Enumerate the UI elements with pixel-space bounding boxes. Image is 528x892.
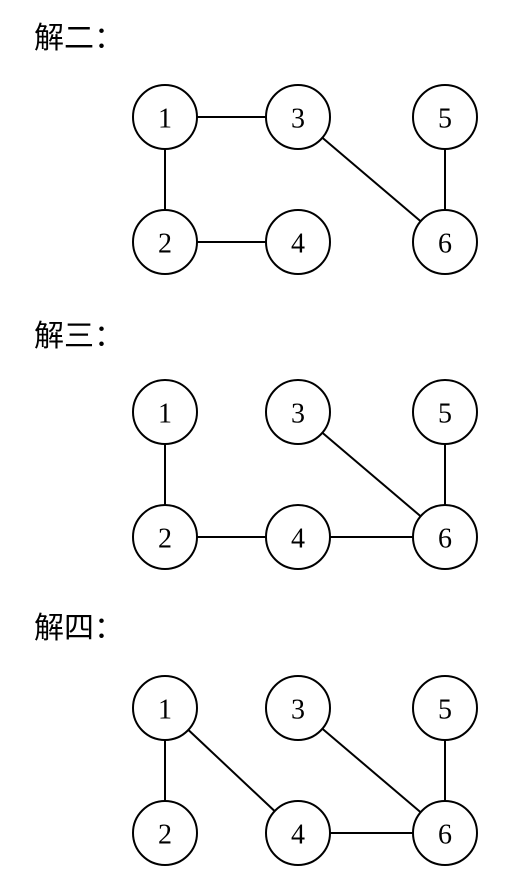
node-circle (132, 84, 198, 150)
node-4: 4 (265, 800, 331, 866)
heading-solution-4: 解四： (34, 611, 124, 646)
node-label: 2 (158, 524, 172, 555)
node-label: 4 (291, 820, 305, 851)
node-label: 4 (291, 229, 305, 260)
node-2: 2 (132, 800, 198, 866)
node-4: 4 (265, 209, 331, 275)
node-1: 1 (132, 675, 198, 741)
edge-3-6 (321, 727, 422, 814)
node-label: 2 (158, 229, 172, 260)
node-label: 1 (158, 399, 172, 430)
node-2: 2 (132, 209, 198, 275)
graph-solution-3: 1 3 5 2 4 6 (132, 379, 478, 570)
node-2: 2 (132, 504, 198, 570)
node-1: 1 (132, 84, 198, 150)
node-label: 5 (438, 399, 452, 430)
node-circle (132, 379, 198, 445)
node-5: 5 (412, 84, 478, 150)
heading-solution-2: 解二： (34, 21, 124, 56)
node-6: 6 (412, 800, 478, 866)
node-label: 5 (438, 104, 452, 135)
node-label: 2 (158, 820, 172, 851)
node-circle (265, 675, 331, 741)
edge-1-4 (187, 729, 276, 812)
node-circle (412, 379, 478, 445)
node-circle (132, 800, 198, 866)
node-label: 5 (438, 695, 452, 726)
node-label: 1 (158, 695, 172, 726)
node-circle (265, 84, 331, 150)
edge-3-6 (321, 136, 422, 223)
node-circle (132, 504, 198, 570)
edge-3-6 (321, 431, 422, 518)
node-circle (265, 379, 331, 445)
node-circle (265, 209, 331, 275)
node-circle (132, 675, 198, 741)
node-circle (412, 800, 478, 866)
node-circle (265, 504, 331, 570)
node-label: 6 (438, 524, 452, 555)
node-label: 1 (158, 104, 172, 135)
node-3: 3 (265, 675, 331, 741)
node-circle (412, 675, 478, 741)
node-label: 3 (291, 695, 305, 726)
node-1: 1 (132, 379, 198, 445)
node-6: 6 (412, 504, 478, 570)
node-circle (412, 209, 478, 275)
node-3: 3 (265, 379, 331, 445)
node-3: 3 (265, 84, 331, 150)
node-label: 6 (438, 229, 452, 260)
heading-solution-3: 解三： (34, 319, 124, 354)
graph-solution-2: 1 3 5 2 4 6 (132, 84, 478, 275)
node-circle (412, 84, 478, 150)
node-4: 4 (265, 504, 331, 570)
node-label: 4 (291, 524, 305, 555)
node-circle (265, 800, 331, 866)
graph-solution-4: 1 3 5 2 4 6 (132, 675, 478, 866)
node-circle (132, 209, 198, 275)
node-label: 3 (291, 399, 305, 430)
node-5: 5 (412, 675, 478, 741)
node-label: 3 (291, 104, 305, 135)
node-5: 5 (412, 379, 478, 445)
node-6: 6 (412, 209, 478, 275)
node-label: 6 (438, 820, 452, 851)
node-circle (412, 504, 478, 570)
